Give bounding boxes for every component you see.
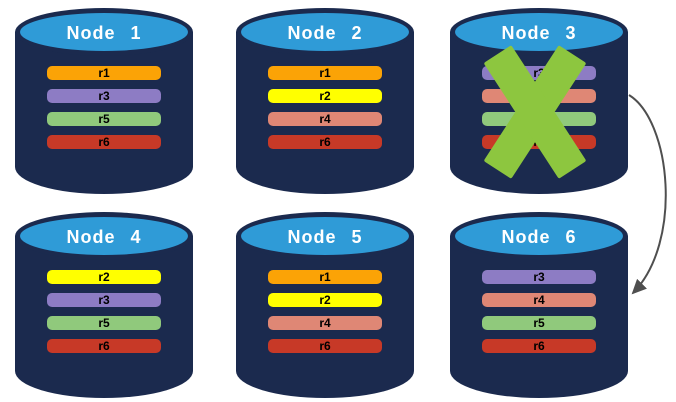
replica-label: r1 (319, 270, 331, 284)
replica-bar: r5 (482, 316, 596, 330)
node-5-cylinder: Node 5 r1 r2 r4 r6 (236, 212, 414, 398)
replica-bar: r4 (482, 293, 596, 307)
cylinder-top: Node 6 (450, 212, 628, 260)
node-title: Node 3 (501, 22, 577, 43)
replica-label: r4 (533, 293, 545, 307)
node-title: Node 1 (66, 22, 142, 43)
replica-bar: r5 (47, 112, 161, 126)
replica-label: r2 (98, 270, 110, 284)
replica-label: r6 (98, 135, 110, 149)
replica-bar: r3 (47, 293, 161, 307)
replica-label: r3 (533, 270, 545, 284)
replica-label: r2 (319, 89, 331, 103)
replica-bar: r2 (47, 270, 161, 284)
replica-label: r1 (319, 66, 331, 80)
replica-label: r3 (98, 293, 110, 307)
replica-label: r6 (319, 339, 331, 353)
cylinder-top: Node 3 (450, 8, 628, 56)
replica-label: r5 (98, 112, 110, 126)
replica-label: r5 (98, 316, 110, 330)
replica-bar: r5 (47, 316, 161, 330)
replica-bar: r3 (482, 270, 596, 284)
cylinder-top: Node 2 (236, 8, 414, 56)
arrow-curve (628, 94, 667, 295)
replica-bar: r4 (268, 316, 382, 330)
node-title: Node 4 (66, 226, 142, 247)
cylinder-top: Node 4 (15, 212, 193, 260)
replica-label: r1 (98, 66, 110, 80)
node-2-cylinder: Node 2 r1 r2 r4 r6 (236, 8, 414, 194)
replica-label: r4 (319, 316, 331, 330)
replica-bar: r6 (47, 339, 161, 353)
replica-label: r3 (98, 89, 110, 103)
replica-bar: r2 (268, 293, 382, 307)
node-title: Node 2 (287, 22, 363, 43)
cylinder-top: Node 1 (15, 8, 193, 56)
replica-bar: r1 (47, 66, 161, 80)
replica-bar: r2 (268, 89, 382, 103)
replica-label: r3 (533, 66, 545, 80)
failure-x-icon (483, 45, 587, 179)
replica-label: r2 (319, 293, 331, 307)
replica-bar: r1 (268, 270, 382, 284)
replica-bar: r4 (268, 112, 382, 126)
replica-bar: r6 (268, 339, 382, 353)
node-3-cylinder: Node 3 r3 r4 r5 r6 (450, 8, 628, 194)
replica-label: r6 (319, 135, 331, 149)
node-6-cylinder: Node 6 r3 r4 r5 r6 (450, 212, 628, 398)
replica-bar: r1 (268, 66, 382, 80)
node-4-cylinder: Node 4 r2 r3 r5 r6 (15, 212, 193, 398)
node-title: Node 6 (501, 226, 577, 247)
replica-bar: r6 (47, 135, 161, 149)
node-1-cylinder: Node 1 r1 r3 r5 r6 (15, 8, 193, 194)
replica-label: r6 (533, 339, 545, 353)
replica-bar: r6 (268, 135, 382, 149)
replica-label: r6 (98, 339, 110, 353)
node-title: Node 5 (287, 226, 363, 247)
cylinder-top: Node 5 (236, 212, 414, 260)
replica-label: r4 (319, 112, 331, 126)
replica-label: r5 (533, 316, 545, 330)
replica-bar: r6 (482, 339, 596, 353)
replica-bar: r3 (47, 89, 161, 103)
